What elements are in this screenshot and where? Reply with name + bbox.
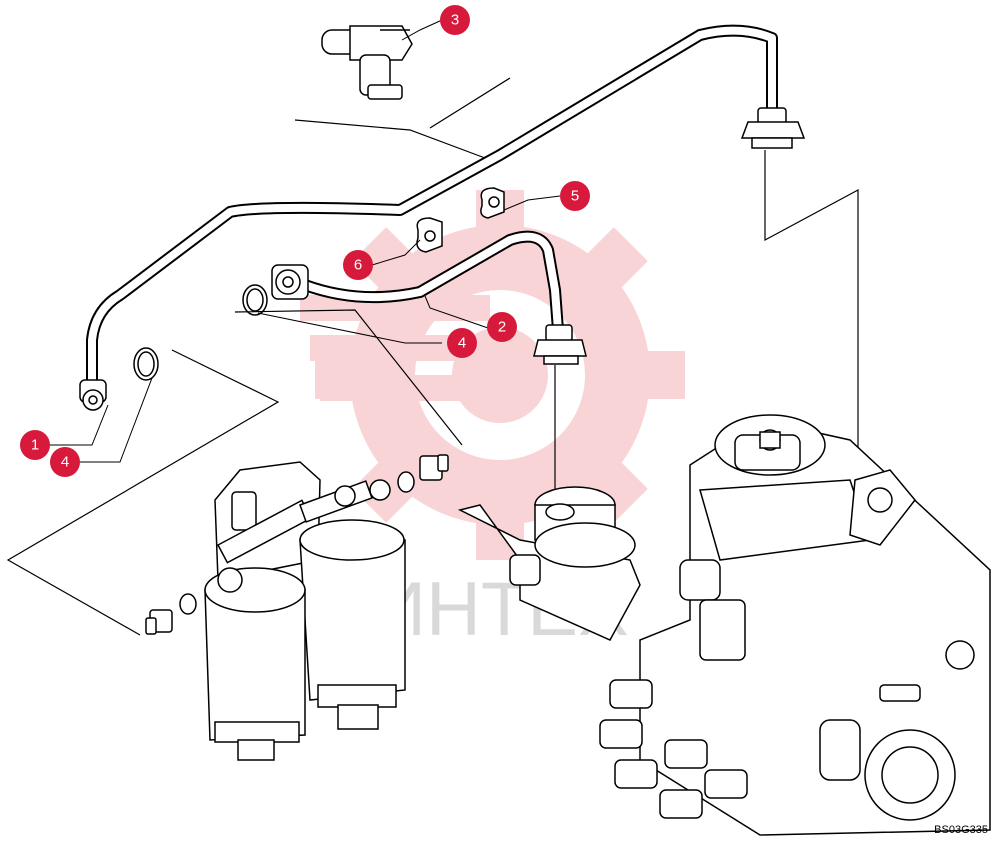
callout-4-lower-label: 4 bbox=[61, 454, 69, 471]
pipe-clip-part-5 bbox=[480, 187, 505, 219]
filter-fittings-left bbox=[145, 593, 197, 635]
o-ring-part-4-left bbox=[133, 347, 159, 381]
banjo-fitting-1 bbox=[79, 379, 107, 411]
callout-leaders bbox=[48, 19, 561, 463]
callout-2: 2 bbox=[487, 312, 517, 342]
callout-3: 3 bbox=[440, 5, 470, 35]
pump-outlet-nozzles bbox=[599, 679, 748, 819]
callout-5: 5 bbox=[560, 181, 590, 211]
drawing-code: BS03G335 bbox=[934, 824, 988, 836]
callout-1-label: 1 bbox=[31, 437, 39, 454]
fuel-pipe-1 bbox=[86, 24, 778, 391]
filter-fittings-right bbox=[397, 454, 449, 493]
callout-4-upper: 4 bbox=[447, 328, 477, 358]
fuel-filter-assembly bbox=[204, 461, 406, 761]
o-ring-part-4-upper bbox=[242, 284, 268, 316]
injection-pump bbox=[599, 414, 991, 836]
fuel-pipe-2 bbox=[299, 230, 564, 336]
callout-4-lower: 4 bbox=[50, 447, 80, 477]
pipe-end-fitting-1 bbox=[740, 107, 806, 149]
callout-5-label: 5 bbox=[571, 188, 579, 205]
pipe-clip-part-6 bbox=[416, 217, 443, 253]
connector-part-3 bbox=[321, 25, 413, 100]
callout-3-label: 3 bbox=[451, 12, 459, 29]
callout-6-label: 6 bbox=[354, 257, 362, 274]
callout-4-upper-label: 4 bbox=[458, 335, 466, 352]
explode-lines bbox=[6, 77, 859, 636]
pipe-end-fitting-2 bbox=[533, 324, 587, 365]
callout-6: 6 bbox=[343, 250, 373, 280]
callout-2-label: 2 bbox=[498, 319, 506, 336]
callout-1: 1 bbox=[20, 430, 50, 460]
banjo-fitting-2 bbox=[271, 264, 309, 300]
feed-pump bbox=[457, 486, 641, 641]
